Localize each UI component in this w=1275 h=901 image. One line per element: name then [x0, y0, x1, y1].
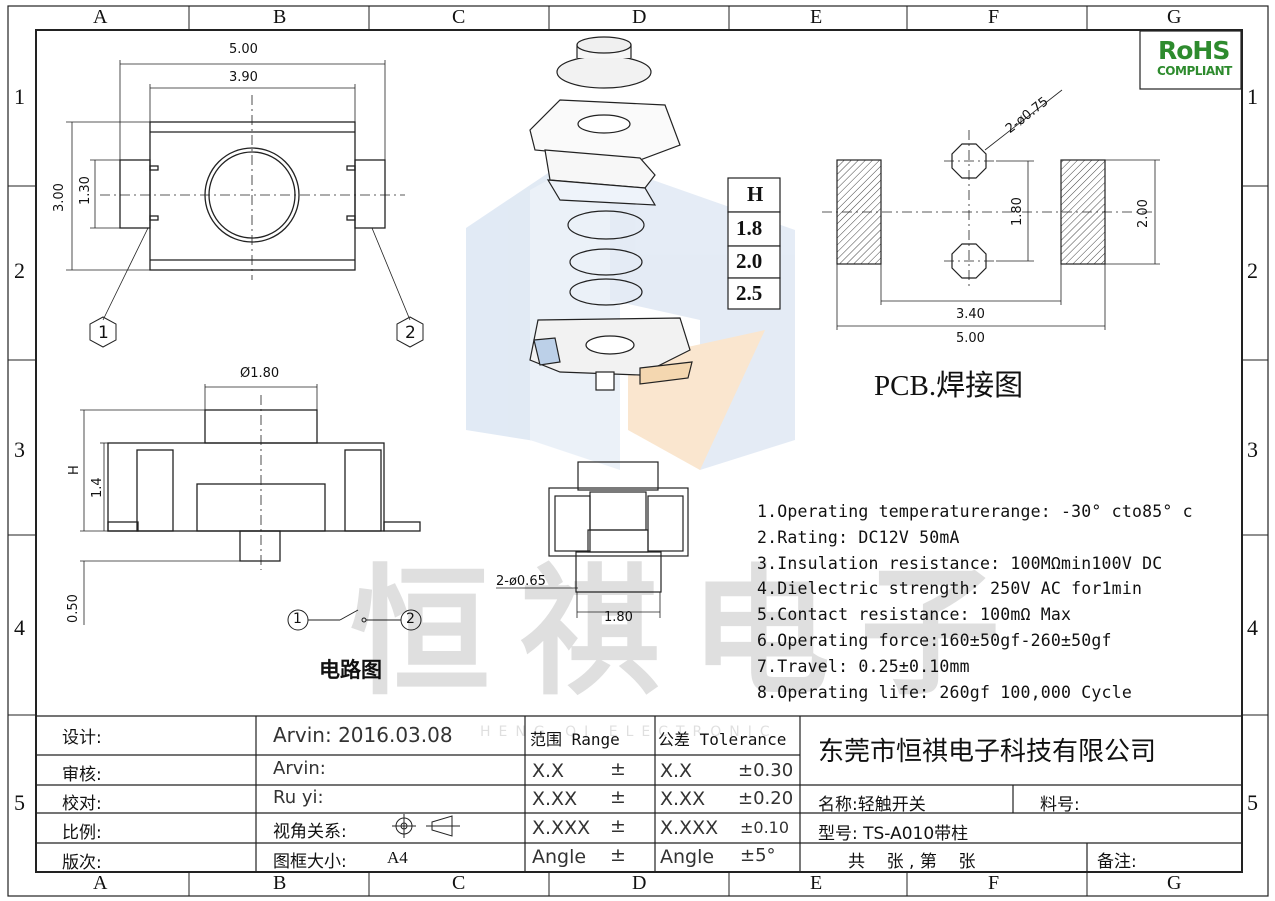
row-label-5: 5 [14, 790, 25, 815]
dim-height: 3.00 [52, 183, 67, 212]
tb-label-proof: 校对: [62, 794, 102, 814]
spec-item: 4.Dielectric strength: 250V AC for1min [757, 579, 1143, 599]
dim-bottom-holes: 2-ø0.65 [496, 574, 546, 589]
tb-range-sign: ± [610, 758, 626, 780]
tb-tol-key: X.XXX [660, 817, 719, 839]
tb-range-key: X.XXX [532, 817, 591, 839]
col-label-e: E [810, 6, 823, 28]
tb-label-version: 版次: [62, 853, 102, 873]
col-label-d: D [632, 6, 647, 28]
callout-2: 2 [405, 323, 416, 343]
tb-range-key: X.XX [532, 788, 578, 810]
tb-range-sign: ± [610, 844, 626, 866]
tb-range-header: 范围 Range [530, 730, 620, 749]
tb-name: 名称:轻触开关 [818, 795, 926, 815]
tb-range-sign: ± [610, 815, 626, 837]
row-label-2: 2 [1247, 258, 1258, 283]
tb-tol-key: Angle [660, 846, 715, 868]
tb-range-sign: ± [610, 786, 626, 808]
row-label-3: 3 [1247, 437, 1258, 462]
row-label-4: 4 [14, 615, 25, 640]
col-label-c: C [452, 6, 466, 28]
h-table-row: 2.0 [736, 249, 763, 273]
pcb-dim-3-40: 3.40 [956, 307, 985, 322]
projection-symbol-icon [392, 814, 460, 838]
spec-item: 5.Contact resistance: 100mΩ Max [757, 605, 1072, 625]
row-label-5: 5 [1247, 790, 1258, 815]
tb-frame-size-label: 图框大小: [273, 852, 347, 872]
tb-range-key: Angle [532, 846, 587, 868]
col-label-f: F [988, 872, 1000, 894]
tb-label-scale: 比例: [62, 823, 102, 843]
dim-h: H [67, 465, 82, 475]
pcb-dim-5-00: 5.00 [956, 331, 985, 346]
col-label-a: A [93, 872, 108, 894]
circuit-node-2: 2 [406, 611, 415, 627]
spec-item: 1.Operating temperaturerange: -30° cto85… [757, 502, 1193, 521]
spec-item: 6.Operating force:160±50gf-260±50gf [757, 630, 1112, 650]
spec-item: 3.Insulation resistance: 100MΩmin100V DC [757, 553, 1163, 573]
watermark-text: 恒祺电子 [350, 552, 1031, 715]
tb-tol-value: ±0.30 [738, 760, 794, 781]
spec-list: 1.Operating temperaturerange: -30° cto85… [757, 499, 1193, 705]
pcb-dim-2-00: 2.00 [1136, 199, 1151, 228]
tb-tolerance-header: 公差 Tolerance [658, 730, 787, 749]
col-label-f: F [988, 6, 1000, 28]
circuit-node-1: 1 [293, 611, 302, 627]
spec-item: 7.Travel: 0.25±0.10mm [757, 656, 970, 676]
col-label-b: B [273, 6, 287, 28]
dim-0-50: 0.50 [66, 594, 81, 623]
h-table-row: 1.8 [736, 216, 763, 240]
row-label-4: 4 [1247, 615, 1258, 640]
tb-tol-value: ±5° [740, 845, 776, 866]
tb-tol-key: X.XX [660, 788, 706, 810]
pcb-title-text: PCB.焊接图 [874, 370, 1024, 402]
row-label-3: 3 [14, 437, 25, 462]
tb-material: 料号: [1040, 795, 1080, 815]
col-label-a: A [93, 6, 108, 28]
tb-view-label: 视角关系: [273, 822, 347, 842]
dim-bottom-spacing: 1.80 [604, 610, 633, 625]
h-table-row: 2.5 [736, 281, 763, 305]
tb-design-value: Arvin: 2016.03.08 [273, 723, 453, 747]
col-label-c: C [452, 872, 466, 894]
row-label-1: 1 [14, 84, 25, 109]
circuit-title: 电路图 [319, 658, 382, 682]
tb-check-value: Arvin: [273, 758, 326, 779]
col-label-b: B [273, 872, 287, 894]
spec-item: 2.Rating: DC12V 50mA [757, 527, 960, 547]
tb-label-check: 审核: [62, 765, 102, 785]
col-label-g: G [1167, 872, 1182, 894]
callout-1: 1 [98, 323, 109, 343]
rohs-subtitle: COMPLIANT [1157, 64, 1232, 78]
tb-model: 型号: TS-A010带柱 [818, 824, 969, 844]
tb-tol-value: ±0.20 [738, 788, 794, 809]
tb-remarks: 备注: [1097, 852, 1137, 872]
tb-frame-size-value: A4 [387, 848, 408, 867]
tb-sheets: 共 张 , 第 张 [848, 852, 976, 872]
tb-tol-key: X.X [660, 760, 693, 782]
tb-range-key: X.X [532, 760, 565, 782]
dim-total-width: 5.00 [229, 42, 258, 57]
h-table-header: H [747, 182, 764, 206]
col-label-g: G [1167, 6, 1182, 28]
tb-tol-value: ±0.10 [740, 818, 790, 837]
tb-label-design: 设计: [62, 728, 102, 748]
watermark-subtext: HENG QI ELECTRONIC [480, 724, 778, 740]
row-label-2: 2 [14, 258, 25, 283]
rohs-title: RoHS [1158, 36, 1230, 65]
dim-inner-width: 3.90 [229, 70, 258, 85]
dim-1-4: 1.4 [90, 477, 105, 498]
dim-stem: Ø1.80 [240, 366, 280, 381]
col-label-d: D [632, 872, 647, 894]
tb-proof-value: Ru yi: [273, 787, 324, 808]
dim-pin-height: 1.30 [78, 176, 93, 205]
pcb-title: PCB.焊接图 [874, 362, 1023, 404]
tb-company: 东莞市恒祺电子科技有限公司 [818, 737, 1157, 767]
col-label-e: E [810, 872, 823, 894]
row-label-1: 1 [1247, 84, 1258, 109]
spec-item: 8.Operating life: 260gf 100,000 Cycle [757, 682, 1132, 702]
pcb-dim-1-80: 1.80 [1010, 197, 1025, 226]
